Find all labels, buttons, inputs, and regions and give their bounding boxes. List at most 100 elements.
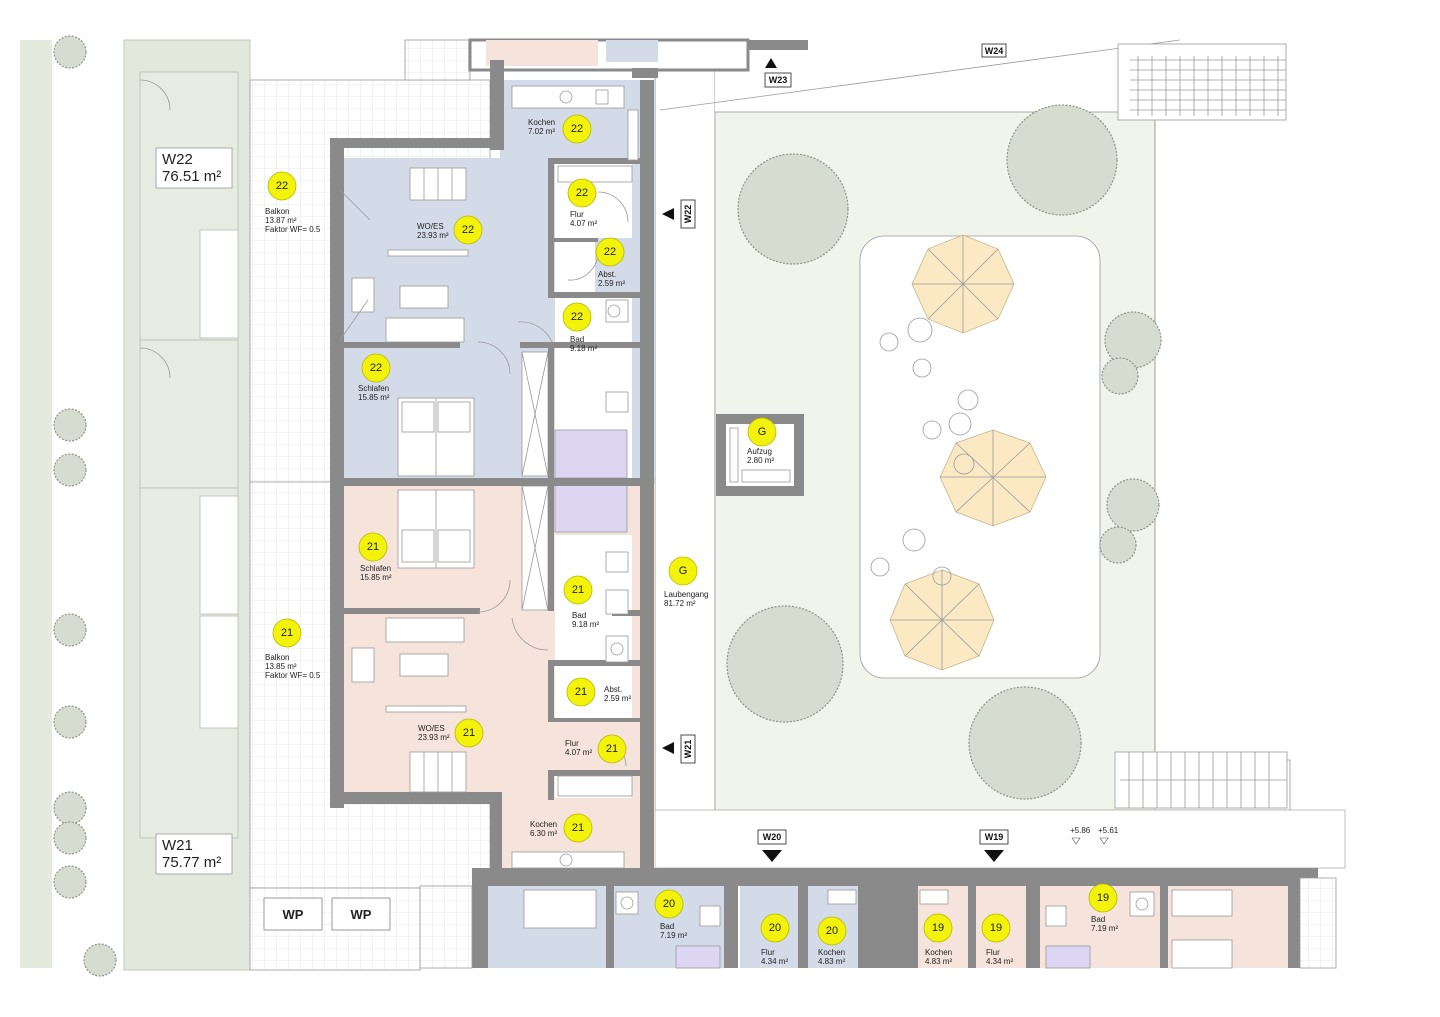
access-gallery [654,39,716,869]
room-badge [562,302,592,332]
top-building [468,38,808,72]
room-area: 81.72 m² [664,599,696,608]
room-badge-label: G [758,426,767,438]
wp-box-2 [331,897,391,931]
room-name: Flur [986,948,1000,957]
furniture-w22 [339,85,639,477]
room-badge [595,237,625,267]
unit-w21-label: W21 [162,837,193,854]
entrance-markers: W24 W23 W22 W21 W20 W19 [662,43,1009,862]
room-area: 7.02 m² [528,127,555,136]
room-area: 6.30 m² [530,829,557,838]
room-name: Kochen [530,820,557,829]
room-badge-label: 21 [572,822,584,834]
room-name: Kochen [818,948,845,957]
entrance-w20: W20 [763,832,782,842]
entrance-w21: W21 [683,740,693,759]
room-area: 13.87 m² [265,216,297,225]
room-badge-label: 21 [575,686,587,698]
room-name: Abst. [604,685,622,694]
room-name: Bad [570,335,584,344]
room-area: 23.93 m² [418,733,450,742]
room-badge [567,178,597,208]
room-area: 2.80 m² [747,456,774,465]
room-badge [760,913,790,943]
room-name: Aufzug [747,447,772,456]
room-badge [361,353,391,383]
top-walkway [715,40,1418,112]
room-badge-label: 21 [572,584,584,596]
stairs-bottom [1114,751,1288,809]
room-area: 13.85 m² [265,662,297,671]
courtyard-trees [726,104,1162,800]
room-area: 15.85 m² [360,573,392,582]
room-name: Schlafen [358,384,389,393]
room-area: 15.85 m² [358,393,390,402]
stairs-top [1117,43,1287,121]
level-marks: +5.86 +5.61 [1070,826,1119,845]
entrance-w23: W23 [769,75,788,85]
room-badge-label: 21 [281,627,293,639]
room-name: Kochen [925,948,952,957]
room-badge-label: 21 [367,541,379,553]
room-name: Kochen [528,118,555,127]
room-area: 9.18 m² [572,620,599,629]
room-name: Balkon [265,207,289,216]
room-name: Flur [570,210,584,219]
unit-w21-area: 75.77 m² [162,854,221,871]
room-area: 4.83 m² [818,957,845,966]
room-badge [566,677,596,707]
room-badge-label: 22 [571,123,583,135]
room-badge [1088,883,1118,913]
hedge-bushes [53,35,117,977]
room-area: 2.59 m² [598,279,625,288]
room-area: 7.19 m² [660,931,687,940]
room-badge [668,556,698,586]
room-area: 4.07 m² [570,219,597,228]
room-badge-label: 19 [1097,892,1109,904]
room-badge-label: 22 [604,246,616,258]
room-badge [981,913,1011,943]
room-badge-label: 21 [463,727,475,739]
room-badge-label: 20 [663,898,675,910]
room-badge-label: 22 [276,180,288,192]
room-badge [267,171,297,201]
unit-w22-label: W22 [162,151,193,168]
room-badge-label: 22 [462,224,474,236]
room-name: Abst. [598,270,616,279]
room-badge-label: 22 [571,311,583,323]
room-name: Flur [761,948,775,957]
room-area: 7.19 m² [1091,924,1118,933]
room-badge [563,813,593,843]
room-area: 9.18 m² [570,344,597,353]
level-mark-2: +5.61 [1098,826,1119,835]
room-area: 2.59 m² [604,694,631,703]
room-badge [453,215,483,245]
room-name: Flur [565,739,579,748]
room-name: Schlafen [360,564,391,573]
room-badge-label: 22 [576,187,588,199]
wp-label-1: WP [283,907,304,922]
room-note: Faktor WF= 0.5 [265,225,321,234]
room-badge [563,575,593,605]
room-badge [358,532,388,562]
room-badge-label: 20 [769,922,781,934]
lower-units [419,868,1337,969]
room-area: 23.93 m² [417,231,449,240]
